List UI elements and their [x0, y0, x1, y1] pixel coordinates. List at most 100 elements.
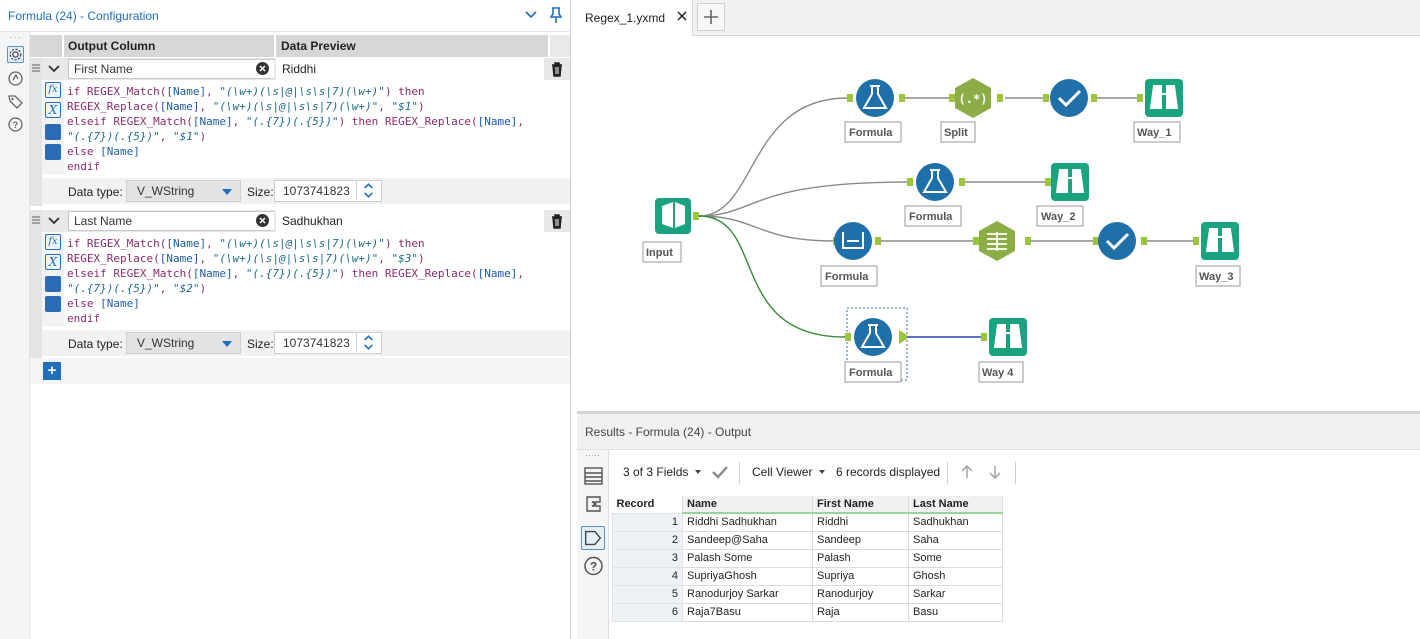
- code-token: (: [153, 252, 160, 265]
- field-header-bar: First Name Riddhi: [42, 58, 570, 80]
- close-icon[interactable]: [676, 10, 688, 22]
- record-number-cell[interactable]: 5: [613, 585, 683, 603]
- table-row[interactable]: 2Sandeep@SahaSandeepSaha: [613, 531, 1003, 549]
- data-type-select[interactable]: V_WString: [126, 180, 241, 202]
- tag-icon[interactable]: [581, 526, 605, 550]
- open-folder-icon[interactable]: [45, 124, 61, 140]
- add-field-button[interactable]: +: [43, 362, 61, 380]
- table-row[interactable]: 1Riddhi SadhukhanRiddhiSadhukhan: [613, 513, 1003, 531]
- trash-icon[interactable]: [549, 213, 565, 229]
- table-cell[interactable]: Sadhukhan: [909, 513, 1003, 531]
- fields-selector[interactable]: 3 of 3 Fields: [623, 465, 688, 479]
- text-to-columns-tool[interactable]: [973, 221, 1031, 261]
- gear-icon[interactable]: [7, 46, 24, 63]
- formula-label: Formula: [849, 127, 893, 139]
- save-icon[interactable]: [45, 144, 61, 160]
- table-cell[interactable]: Riddhi Sadhukhan: [683, 513, 813, 531]
- browse-tool-way3[interactable]: Way_3: [1193, 222, 1240, 286]
- drag-handle-icon[interactable]: [30, 61, 42, 75]
- table-row[interactable]: 5Ranodurjoy SarkarRanodurjoySarkar: [613, 585, 1003, 603]
- column-header-first-name[interactable]: First Name: [813, 496, 909, 513]
- table-cell[interactable]: Supriya: [813, 567, 909, 585]
- record-number-cell[interactable]: 3: [613, 549, 683, 567]
- table-cell[interactable]: Sarkar: [909, 585, 1003, 603]
- spinner-icon[interactable]: [356, 333, 380, 352]
- caret-down-icon[interactable]: [695, 470, 701, 474]
- function-icon[interactable]: fx: [45, 82, 61, 98]
- arrow-up-icon[interactable]: [959, 464, 975, 480]
- record-number-cell[interactable]: 6: [613, 603, 683, 621]
- annotation-icon[interactable]: [7, 70, 24, 87]
- drag-handle-icon[interactable]: [30, 213, 42, 227]
- browse-tool-way4[interactable]: Way 4: [979, 318, 1027, 382]
- select-tool-1[interactable]: [1043, 79, 1097, 117]
- tag-icon[interactable]: [7, 93, 24, 110]
- column-header-name[interactable]: Name: [683, 496, 813, 513]
- table-cell[interactable]: Ghosh: [909, 567, 1003, 585]
- workflow-canvas[interactable]: Input Formula (.*) Split: [577, 36, 1420, 410]
- pin-icon[interactable]: [548, 6, 564, 24]
- record-number-cell[interactable]: 1: [613, 513, 683, 531]
- clear-icon[interactable]: [256, 62, 269, 75]
- chevron-down-icon[interactable]: [46, 61, 62, 77]
- table-row[interactable]: 3Palash SomePalashSome: [613, 549, 1003, 567]
- select-tool-2[interactable]: [1093, 222, 1147, 260]
- row-gutter: [30, 210, 42, 358]
- table-cell[interactable]: Ranodurjoy: [813, 585, 909, 603]
- regex-split-tool[interactable]: (.*) Split: [941, 78, 1003, 142]
- table-cell[interactable]: Raja7Basu: [683, 603, 813, 621]
- table-cell[interactable]: Riddhi: [813, 513, 909, 531]
- save-icon[interactable]: [45, 296, 61, 312]
- table-cell[interactable]: Some: [909, 549, 1003, 567]
- formula-tool-4-selected[interactable]: Formula: [845, 308, 907, 382]
- chevron-down-icon[interactable]: [524, 8, 538, 22]
- table-cell[interactable]: Sandeep: [813, 531, 909, 549]
- code-line: if REGEX_Match([Name], "(\w+)(\s|@|\s\s|…: [67, 84, 567, 99]
- table-cell[interactable]: Basu: [909, 603, 1003, 621]
- clear-icon[interactable]: [256, 214, 269, 227]
- record-number-cell[interactable]: 2: [613, 531, 683, 549]
- table-cell[interactable]: Saha: [909, 531, 1003, 549]
- table-cell[interactable]: SupriyaGhosh: [683, 567, 813, 585]
- help-icon[interactable]: ?: [7, 116, 24, 133]
- table-cell[interactable]: Palash: [813, 549, 909, 567]
- output-column-input[interactable]: First Name: [68, 59, 284, 79]
- table-cell[interactable]: Ranodurjoy Sarkar: [683, 585, 813, 603]
- tab-regex-workflow[interactable]: Regex_1.yxmd: [577, 0, 693, 36]
- sigma-icon[interactable]: [583, 494, 604, 514]
- chevron-down-icon[interactable]: [46, 213, 62, 229]
- variable-icon[interactable]: X: [45, 254, 61, 270]
- cell-viewer-button[interactable]: Cell Viewer: [752, 465, 812, 479]
- formula-tool-1[interactable]: Formula: [845, 79, 905, 142]
- caret-down-icon[interactable]: [819, 470, 825, 474]
- record-number-cell[interactable]: 4: [613, 567, 683, 585]
- column-header-record[interactable]: Record: [613, 496, 683, 513]
- table-row[interactable]: 6Raja7BasuRajaBasu: [613, 603, 1003, 621]
- expression-editor[interactable]: if REGEX_Match([Name], "(\w+)(\s|@|\s\s|…: [67, 236, 567, 326]
- formula-tool-3[interactable]: Formula: [821, 222, 881, 286]
- spinner-icon[interactable]: [356, 181, 380, 200]
- new-tab-button[interactable]: [697, 3, 725, 31]
- input-tool[interactable]: Input: [643, 198, 699, 262]
- table-cell[interactable]: Raja: [813, 603, 909, 621]
- column-header-last-name[interactable]: Last Name: [909, 496, 1003, 513]
- output-column-input[interactable]: Last Name: [68, 211, 284, 231]
- table-row[interactable]: 4SupriyaGhoshSupriyaGhosh: [613, 567, 1003, 585]
- browse-tool-way2[interactable]: Way_2: [1037, 163, 1089, 226]
- function-icon[interactable]: fx: [45, 234, 61, 250]
- table-cell[interactable]: Palash Some: [683, 549, 813, 567]
- expression-editor[interactable]: if REGEX_Match([Name], "(\w+)(\s|@|\s\s|…: [67, 84, 567, 174]
- browse-tool-way1[interactable]: Way_1: [1134, 79, 1183, 142]
- variable-icon[interactable]: X: [45, 102, 61, 118]
- check-icon[interactable]: [711, 464, 729, 480]
- arrow-down-icon[interactable]: [987, 464, 1003, 480]
- trash-icon[interactable]: [549, 61, 565, 77]
- data-type-select[interactable]: V_WString: [126, 332, 241, 354]
- table-cell[interactable]: Sandeep@Saha: [683, 531, 813, 549]
- code-line: REGEX_Replace([Name], "(\w+)(\s|@|\s\s|7…: [67, 251, 567, 266]
- formula-tool-2[interactable]: Formula: [905, 163, 965, 226]
- input-anchor: [973, 237, 979, 245]
- open-folder-icon[interactable]: [45, 276, 61, 292]
- help-icon[interactable]: ?: [583, 556, 604, 576]
- table-view-icon[interactable]: [583, 466, 604, 486]
